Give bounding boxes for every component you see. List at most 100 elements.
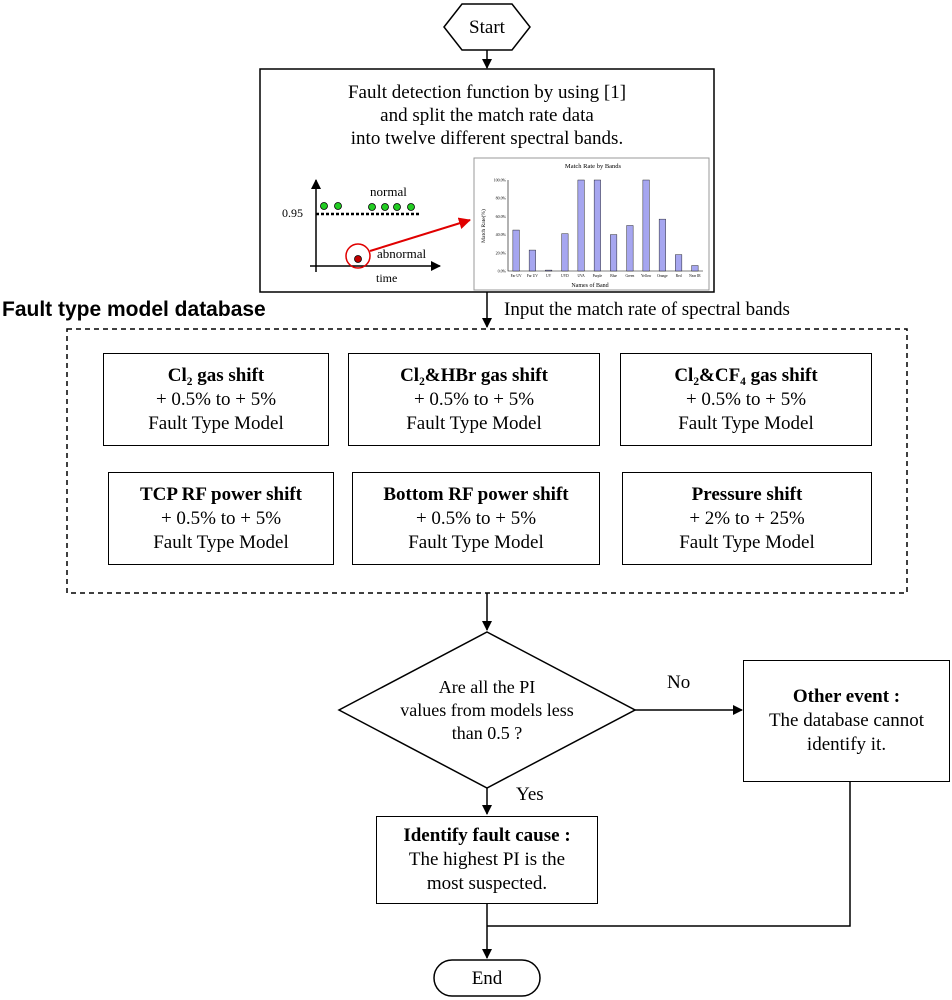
end-label: End — [471, 968, 503, 989]
model-type: Fault Type Model — [678, 412, 814, 434]
model-name: Cl₂&CF₄ gas shift — [674, 364, 818, 386]
chart-x-tick-label: Blue — [610, 274, 617, 278]
chart-x-tick-label: UVA — [577, 274, 585, 278]
model-name: Bottom RF power shift — [383, 483, 569, 505]
chart-bar — [691, 265, 699, 272]
chart-y-tick-label: 100.0% — [494, 178, 507, 183]
chart-bar — [675, 254, 683, 272]
fault-detection-line: into twelve different spectral bands. — [350, 128, 624, 149]
chart-xlabel: Names of Band — [571, 282, 608, 289]
chart-bar — [545, 269, 553, 272]
chart-bar — [512, 229, 520, 272]
model-name: Cl₂ gas shift — [167, 364, 265, 386]
model-box-bottom-rf: Bottom RF power shift + 0.5% to + 5% Fau… — [352, 472, 600, 565]
identify-title: Identify fault cause : — [403, 825, 571, 846]
chart-x-tick-label: Red — [676, 274, 682, 278]
model-name: Pressure shift — [691, 483, 803, 505]
bar-chart: 0.0% 20.0% 40.0% 60.0% 80.0% 100.0% Far UV Far … — [473, 157, 710, 291]
identify-line: most suspected. — [426, 873, 548, 894]
model-type: Fault Type Model — [679, 531, 815, 553]
chart-ylabel: Match Rate(%) — [480, 209, 487, 243]
model-range: + 0.5% to + 5% — [685, 388, 807, 410]
model-range: + 0.5% to + 5% — [415, 507, 537, 529]
abnormal-label: abnormal — [377, 246, 427, 261]
start-terminal-shape — [443, 3, 531, 51]
model-name: TCP RF power shift — [139, 483, 303, 505]
chart-title: Match Rate by Bands — [565, 163, 622, 170]
chart-bar — [610, 234, 618, 272]
chart-bar — [528, 249, 536, 272]
model-type: Fault Type Model — [406, 412, 542, 434]
fault-detection-line: and split the match rate data — [380, 105, 594, 126]
model-box-cl2: Cl₂ gas shift + 0.5% to + 5% Fault Type … — [103, 353, 329, 446]
chart-bar — [626, 225, 634, 272]
database-title: Fault type model database — [2, 298, 266, 321]
model-range: + 0.5% to + 5% — [155, 388, 277, 410]
chart-y-tick-label: 0.0% — [498, 269, 507, 274]
chart-x-tick-label: Far UV — [511, 274, 522, 278]
no-label: No — [667, 672, 691, 693]
chart-bar — [577, 179, 585, 272]
normal-point — [381, 203, 389, 211]
threshold-label: 0.95 — [282, 206, 303, 220]
decision-line: Are all the PI — [438, 677, 536, 697]
model-box-cl2-hbr: Cl₂&HBr gas shift + 0.5% to + 5% Fault T… — [348, 353, 600, 446]
normal-point — [393, 203, 401, 211]
chart-x-tick-label: Far UV — [527, 274, 538, 278]
end-terminal-shape — [433, 959, 541, 997]
chart-y-tick-label: 60.0% — [496, 214, 507, 219]
normal-label: normal — [370, 184, 407, 199]
chart-axes — [507, 180, 703, 272]
chart-x-tick-label: UV — [546, 274, 552, 278]
input-label: Input the match rate of spectral bands — [504, 299, 790, 320]
chart-frame — [473, 157, 710, 291]
model-box-tcp-rf: TCP RF power shift + 0.5% to + 5% Fault … — [108, 472, 334, 565]
abnormal-to-chart-arrow — [369, 217, 471, 252]
chart-y-tick-label: 80.0% — [496, 196, 507, 201]
time-label: time — [376, 271, 398, 285]
chart-x-tick-label: Orange — [657, 274, 668, 278]
chart-x-tick-label: Yellow — [641, 274, 652, 278]
chart-bar — [561, 233, 569, 272]
decision-line: values from models less — [400, 700, 574, 720]
identify-line: The highest PI is the — [408, 849, 566, 870]
chart-x-tick-label: Near IR — [689, 274, 701, 278]
abnormal-point — [354, 255, 362, 263]
normal-point — [407, 203, 415, 211]
chart-x-tick-label: UVD — [561, 274, 569, 278]
model-name: Cl₂&HBr gas shift — [400, 364, 548, 386]
normal-point — [334, 202, 342, 210]
fault-detection-text: Fault detection function by using [1] an… — [262, 81, 712, 150]
chart-bar — [642, 179, 650, 272]
identify-box: Identify fault cause : The highest PI is… — [376, 816, 598, 904]
start-label: Start — [469, 17, 505, 38]
chart-x-tick-label: Purple — [593, 274, 603, 278]
other-event-box: Other event : The database cannot identi… — [743, 660, 950, 782]
other-event-title: Other event : — [792, 686, 901, 707]
model-box-pressure: Pressure shift + 2% to + 25% Fault Type … — [622, 472, 872, 565]
normal-point — [320, 202, 328, 210]
chart-y-tick-label: 20.0% — [496, 250, 507, 255]
chart-x-tick-label: Green — [625, 274, 634, 278]
chart-grid — [507, 180, 703, 272]
decision-line: than 0.5 ? — [451, 723, 523, 743]
fault-detection-line: Fault detection function by using [1] — [347, 82, 627, 103]
chart-y-tick-label: 40.0% — [496, 232, 507, 237]
scatter-inset — [310, 179, 471, 272]
abnormal-highlight-ring — [345, 243, 371, 269]
chart-ticks: 0.0% 20.0% 40.0% 60.0% 80.0% 100.0% Far UV Far … — [494, 178, 702, 279]
model-type: Fault Type Model — [148, 412, 284, 434]
yes-label: Yes — [516, 784, 544, 805]
model-box-cl2-cf4: Cl₂&CF₄ gas shift + 0.5% to + 5% Fault T… — [620, 353, 872, 446]
other-event-line: identify it. — [806, 734, 887, 755]
chart-bar — [593, 179, 601, 272]
model-range: + 0.5% to + 5% — [413, 388, 535, 410]
chart-bars — [512, 179, 699, 272]
model-range: + 2% to + 25% — [689, 507, 805, 529]
decision-text: Are all the PI values from models less t… — [387, 676, 587, 745]
model-type: Fault Type Model — [153, 531, 289, 553]
model-type: Fault Type Model — [408, 531, 544, 553]
other-event-line: The database cannot — [768, 710, 925, 731]
